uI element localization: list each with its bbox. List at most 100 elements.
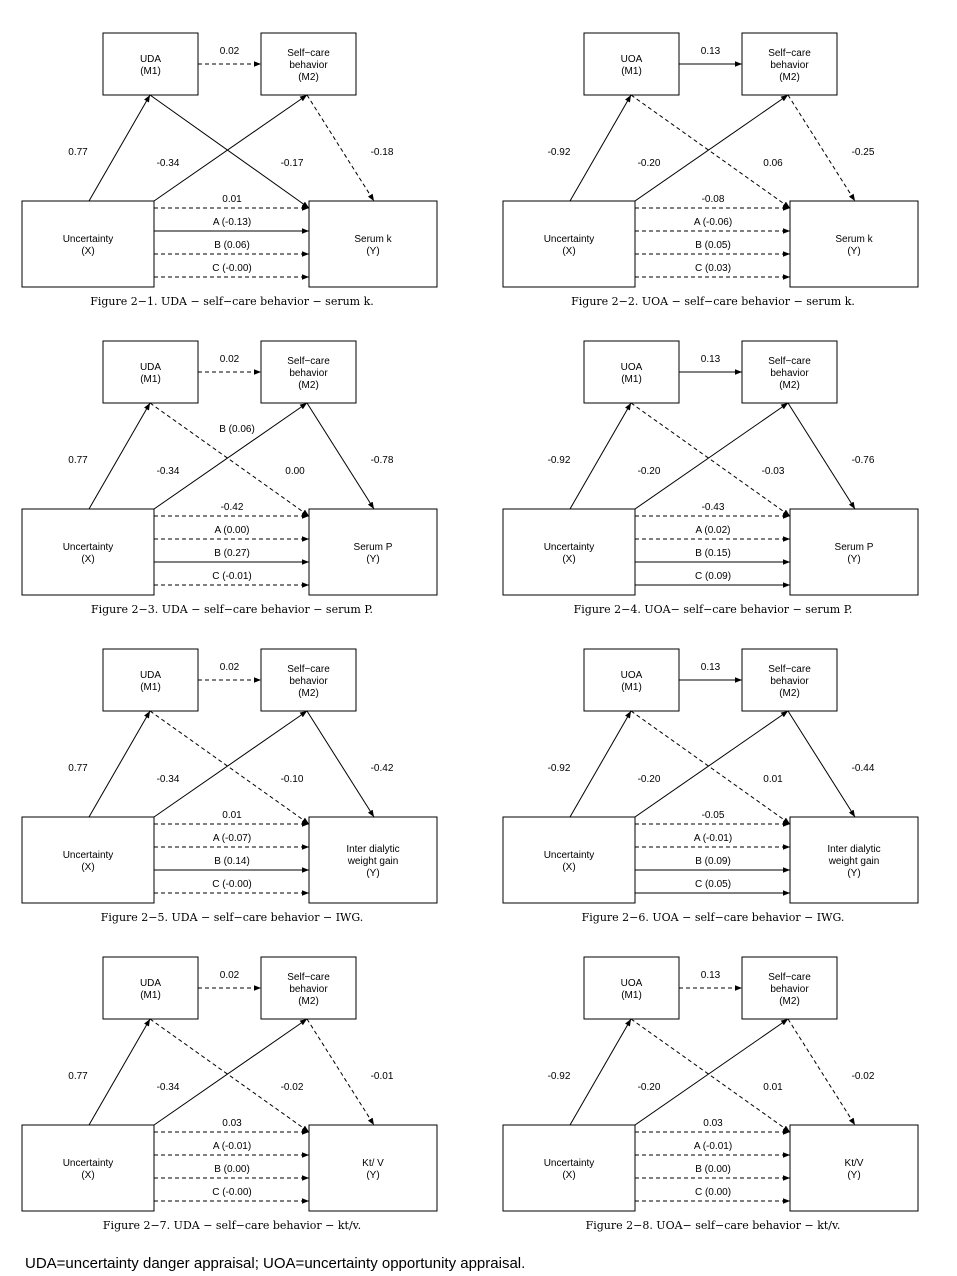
coef-m2-y: -0.02 [852,1071,875,1082]
coef-x-m2: -0.20 [638,466,661,477]
path-label-2: A (0.02) [695,525,730,536]
m2-label-line-3: (M2) [779,996,800,1007]
caption: Figure 2−3. UDA − self−care behavior − s… [91,603,373,616]
coef-x-m2: -0.20 [638,774,661,785]
arrow-x-m2 [153,710,308,818]
m1-box [583,340,680,404]
coef-m1-m2: 0.02 [220,46,240,57]
coef-x-m2: -0.34 [157,774,180,785]
x-label-line-1: Uncertainty [544,850,595,861]
arrow-x-m1 [88,710,151,818]
arrow-x-m1 [569,402,632,510]
y-box [789,816,919,904]
figure-8: UOA(M1)Self−carebehavior(M2)Uncertainty(… [502,956,919,1232]
x-label-line-2: (X) [81,246,94,257]
arrow-m2-y [306,94,375,202]
path-label-4: C (-0.00) [212,1187,251,1198]
y-label-line-1: Serum P [835,542,874,553]
coef-m1-m2: 0.02 [220,354,240,365]
m2-label-line-2: behavior [770,368,809,379]
m1-box [102,648,199,712]
path-label-2: A (0.00) [214,525,249,536]
m2-label-line-2: behavior [289,368,328,379]
figure-1: UDA(M1)Self−carebehavior(M2)Uncertainty(… [21,32,438,308]
path-label-3: B (0.14) [214,856,250,867]
m2-label-line-2: behavior [289,60,328,71]
coef-x-m1: 0.77 [68,147,88,158]
x-label-line-2: (X) [562,246,575,257]
x-label-line-2: (X) [562,862,575,873]
y-label-line-2: (Y) [366,246,379,257]
arrow-m1-y [630,710,791,825]
m2-label-line-3: (M2) [298,996,319,1007]
arrow-x-m1 [569,1018,632,1126]
m1-box [583,648,680,712]
path-label-4: C (0.05) [695,879,731,890]
y-label-line-1: Kt/ V [362,1158,384,1169]
m2-box [260,340,357,404]
x-label-line-2: (X) [81,1170,94,1181]
x-label-line-2: (X) [81,862,94,873]
y-box [308,508,438,596]
caption: Figure 2−1. UDA − self−care behavior − s… [90,295,374,308]
x-box [502,200,636,288]
m2-label-line-3: (M2) [779,380,800,391]
m2-label-line-3: (M2) [298,380,319,391]
y-label-line-2: (Y) [366,1170,379,1181]
m1-label-line-2: (M1) [140,990,161,1001]
path-label-1: -0.43 [702,502,725,513]
coef-m1-m2: 0.13 [701,46,721,57]
coef-extra: B (0.06) [219,424,255,435]
figure-5: UDA(M1)Self−carebehavior(M2)Uncertainty(… [21,648,438,924]
arrow-x-m2 [634,94,789,202]
y-box [789,1124,919,1212]
path-label-1: -0.42 [221,502,244,513]
arrow-x-m1 [88,94,151,202]
path-label-3: B (0.09) [695,856,731,867]
path-label-4: C (-0.00) [212,263,251,274]
x-label-line-2: (X) [81,554,94,565]
path-label-4: C (-0.00) [212,879,251,890]
m2-label-line-1: Self−care [287,972,330,983]
m2-box [741,340,838,404]
arrow-x-m2 [634,402,789,510]
coef-x-m1: 0.77 [68,763,88,774]
arrow-x-m2 [153,1018,308,1126]
path-label-4: C (0.09) [695,571,731,582]
m1-label-line-1: UOA [621,978,643,989]
arrow-m1-y [149,94,310,209]
coef-x-m1: 0.77 [68,455,88,466]
m2-label-line-2: behavior [289,984,328,995]
m2-label-line-1: Self−care [768,972,811,983]
arrow-x-m2 [634,710,789,818]
coef-x-m1: -0.92 [548,1071,571,1082]
x-box [21,200,155,288]
y-label-line-1: Inter dialytic [827,844,880,855]
arrow-x-m1 [569,94,632,202]
y-label-line-1: Serum P [354,542,393,553]
x-box [21,1124,155,1212]
m2-box [260,32,357,96]
m2-label-line-2: behavior [770,60,809,71]
x-box [502,1124,636,1212]
m1-label-line-1: UDA [140,670,161,681]
caption: Figure 2−7. UDA − self−care behavior − k… [103,1219,361,1232]
m2-label-line-3: (M2) [779,688,800,699]
arrow-x-m1 [569,710,632,818]
caption: Figure 2−4. UOA− self−care behavior − se… [574,603,853,616]
arrow-m1-y [149,1018,310,1133]
figure-2: UOA(M1)Self−carebehavior(M2)Uncertainty(… [502,32,919,308]
coef-m1-m2: 0.13 [701,662,721,673]
x-label-line-1: Uncertainty [544,542,595,553]
m2-label-line-1: Self−care [287,356,330,367]
x-label-line-1: Uncertainty [63,1158,114,1169]
m1-box [102,32,199,96]
y-label-line-1: Kt/V [845,1158,864,1169]
coef-m2-y: -0.01 [371,1071,394,1082]
m2-label-line-1: Self−care [768,48,811,59]
caption: Figure 2−2. UOA − self−care behavior − s… [571,295,855,308]
x-label-line-1: Uncertainty [63,234,114,245]
coef-x-m2: -0.20 [638,158,661,169]
m1-label-line-2: (M1) [621,66,642,77]
